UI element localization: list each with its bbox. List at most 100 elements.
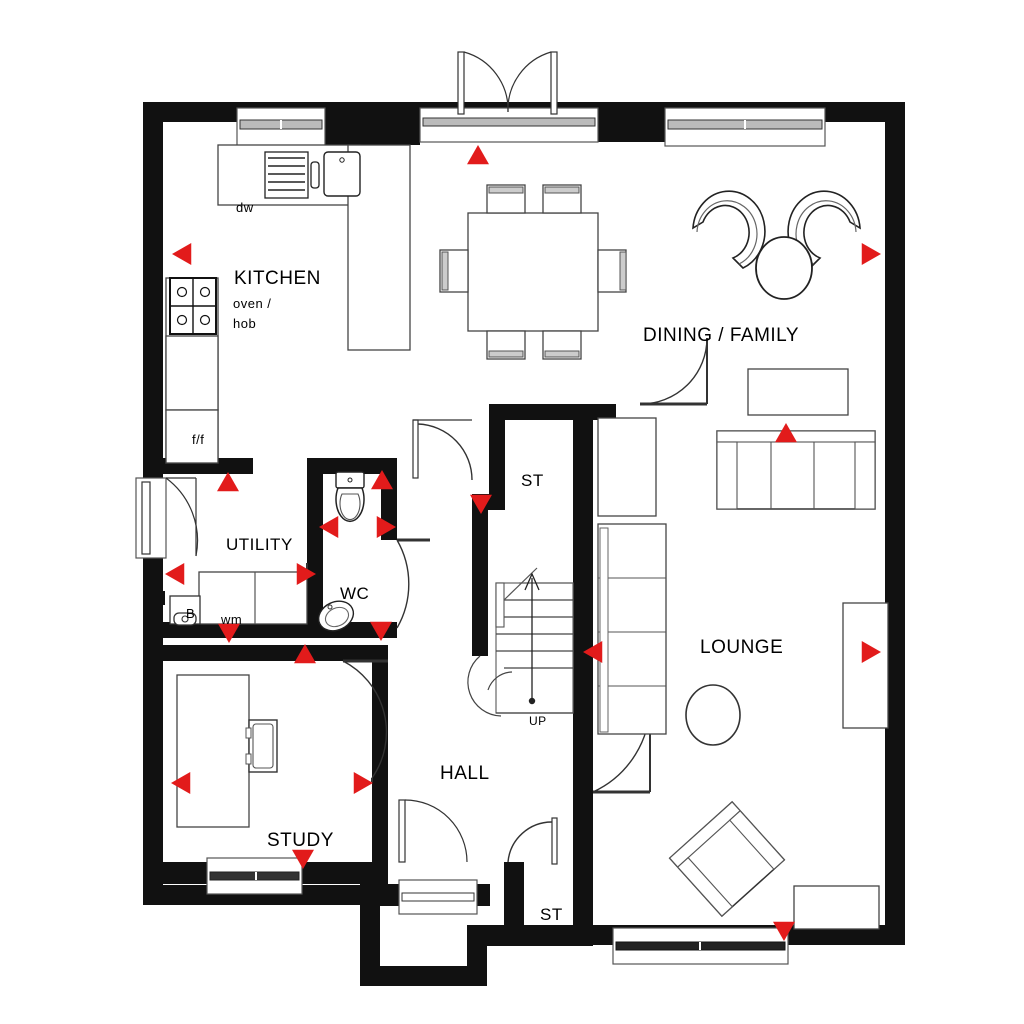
door-dining-hall: [639, 337, 708, 406]
view-markers-layer: [165, 145, 881, 941]
sink-bowl: [323, 151, 361, 197]
lounge-bookcase: [597, 523, 667, 735]
family-seating: [692, 190, 861, 300]
view-marker-m-hall-up: [294, 644, 316, 664]
lounge-sofa-three-seat: [716, 430, 876, 510]
exterior-wall: [143, 102, 905, 986]
study-desk: [176, 674, 250, 828]
view-marker-m-stairs-left: [583, 641, 603, 663]
boiler-unit: [169, 595, 201, 626]
dining-chair: [542, 330, 582, 360]
appliance-label-dishwasher: dw: [236, 200, 254, 215]
room-label-wc: WC: [340, 584, 370, 603]
view-marker-m-lounge-right: [861, 641, 881, 663]
wall-st-lower-right: [573, 828, 593, 946]
window-study: [206, 857, 303, 895]
wall-st-left-upper: [489, 404, 505, 494]
kitchen-base-unit: [165, 335, 219, 411]
window-dining: [664, 107, 826, 147]
utility-worktop: [198, 571, 308, 625]
french-doors-dining: [419, 51, 599, 143]
toilet: [335, 471, 365, 523]
wall-entry-bottom: [487, 926, 593, 946]
front-door: [398, 799, 478, 915]
view-marker-m-utility-left: [165, 563, 185, 585]
utility-exterior-door: [135, 477, 199, 559]
window-kitchen: [236, 107, 326, 147]
view-marker-m-study-left: [171, 772, 191, 794]
door-study: [342, 659, 388, 782]
wall-st-lower-left: [504, 862, 524, 946]
view-marker-m-kitchen-left: [172, 243, 192, 265]
window-lounge: [612, 927, 789, 965]
view-marker-m-study-right: [353, 772, 373, 794]
utility-wc-fittings: [169, 471, 365, 632]
dining-furniture: [439, 184, 627, 360]
view-marker-m-utility-right: [296, 563, 316, 585]
dining-chair: [486, 330, 526, 360]
lounge-furniture: [597, 368, 889, 930]
wall-hall-lounge: [573, 404, 593, 829]
lounge-sideboard: [747, 368, 849, 416]
lounge-armchair: [668, 800, 786, 918]
dining-chair: [486, 184, 526, 214]
lounge-coffee-table: [685, 684, 741, 746]
room-label-dining-family: DINING / FAMILY: [643, 325, 800, 346]
appliance-label-oven-hob: oven /: [233, 296, 272, 311]
appliance-label-fridge-freezer: f/f: [192, 432, 205, 447]
dining-chair: [542, 184, 582, 214]
fridge-freezer-unit: [165, 409, 219, 464]
sink-small-bowl: [310, 161, 320, 189]
tub-chair-left: [692, 190, 766, 269]
view-marker-m-wm-down: [218, 623, 240, 643]
lounge-tall-unit: [842, 602, 889, 729]
room-label-store-lower: ST: [540, 905, 563, 924]
room-label-hall: HALL: [440, 763, 490, 784]
study-chair: [245, 719, 278, 773]
wall-st-top: [489, 404, 616, 420]
lounge-low-unit: [793, 885, 880, 930]
wall-dining-top-stub: [597, 102, 665, 142]
view-marker-m-wc-left: [319, 516, 339, 538]
view-marker-m-lounge-sofa: [775, 423, 797, 443]
kitchen-fittings: [165, 144, 411, 464]
wash-basin: [317, 600, 355, 632]
draining-board: [264, 151, 309, 199]
room-label-store-upper: ST: [521, 471, 544, 490]
door-store-lower: [507, 817, 558, 865]
staircase: [467, 567, 574, 717]
stair-direction-label: UP: [529, 714, 547, 728]
wall-wc-top: [307, 458, 397, 474]
room-label-kitchen: KITCHEN: [234, 268, 321, 289]
view-marker-m-wc-right: [376, 516, 396, 538]
wall-kitchen-right-stub: [395, 122, 420, 145]
stair-outline: [495, 582, 574, 714]
dining-chair: [597, 249, 627, 293]
wall-wc-left: [307, 458, 323, 638]
hob: [169, 277, 217, 335]
doors-layer: [306, 337, 708, 865]
room-label-study: STUDY: [267, 830, 334, 851]
room-label-utility: UTILITY: [226, 535, 293, 554]
wall-study-top: [163, 645, 388, 661]
view-marker-m-lounge-down: [773, 921, 795, 941]
room-label-lounge: LOUNGE: [700, 637, 784, 658]
appliance-label-oven-hob-line2: hob: [233, 316, 257, 331]
view-marker-m-study-down: [292, 849, 314, 869]
door-store-upper: [412, 419, 473, 481]
appliance-label-boiler: B: [186, 606, 196, 621]
view-marker-m-kitchen-top: [467, 145, 489, 165]
study-furniture: [176, 674, 278, 828]
lounge-media-unit: [597, 417, 657, 517]
dining-table: [467, 212, 599, 332]
view-marker-m-dining-right: [861, 243, 881, 265]
view-marker-m-st-upper: [470, 494, 492, 514]
view-marker-m-utility-top: [217, 472, 239, 492]
round-side-table: [755, 236, 813, 300]
appliance-label-washing-machine: wm: [221, 612, 243, 627]
view-marker-m-wc-top: [371, 470, 393, 490]
wall-utility-left-jog: [143, 591, 165, 605]
dining-chair: [439, 249, 469, 293]
